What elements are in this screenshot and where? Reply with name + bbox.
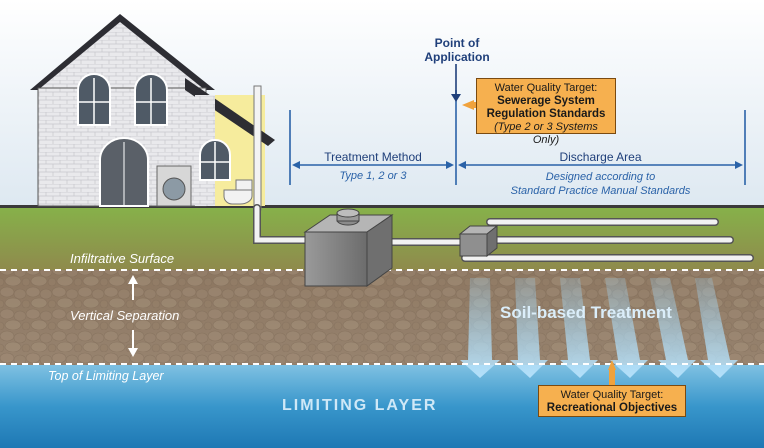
soil-flow-arrows bbox=[460, 278, 738, 378]
top-of-limiting-layer-label: Top of Limiting Layer bbox=[48, 369, 164, 383]
sewerage-target-heading: Water Quality Target: bbox=[494, 82, 598, 94]
discharge-area-label: Discharge Area bbox=[559, 150, 642, 164]
pipes bbox=[253, 204, 754, 262]
sewerage-target-box: Water Quality Target: Sewerage System Re… bbox=[476, 78, 616, 146]
treatment-types-label: Type 1, 2 or 3 bbox=[339, 170, 407, 182]
sewerage-target-line1: Sewerage System bbox=[497, 95, 595, 107]
point-of-application-line2: Application bbox=[424, 50, 490, 64]
infiltrative-surface-label: Infiltrative Surface bbox=[70, 251, 175, 266]
point-of-application-line1: Point of bbox=[434, 36, 480, 50]
vertical-separation-label: Vertical Separation bbox=[70, 308, 180, 323]
distribution-box bbox=[458, 224, 499, 258]
treatment-method-label: Treatment Method bbox=[324, 150, 422, 164]
ground-line bbox=[0, 205, 764, 208]
recreational-target-line1: Recreational Objectives bbox=[546, 402, 678, 414]
vertical-separation-arrow bbox=[128, 275, 138, 357]
recreational-target-box: Water Quality Target: Recreational Objec… bbox=[538, 385, 686, 417]
dimension-lines bbox=[289, 90, 746, 185]
discharge-note: Designed according to Standard Practice … bbox=[462, 170, 739, 198]
point-of-application-arrow bbox=[451, 64, 461, 102]
septic-tank bbox=[303, 208, 394, 287]
discharge-note-line2: Standard Practice Manual Standards bbox=[510, 185, 691, 197]
house bbox=[30, 14, 275, 211]
sewerage-target-note: (Type 2 or 3 Systems Only) bbox=[494, 121, 598, 146]
discharge-note-line1: Designed according to bbox=[545, 171, 656, 183]
recreational-target-heading: Water Quality Target: bbox=[560, 389, 664, 401]
limiting-layer-label: LIMITING LAYER bbox=[282, 397, 438, 414]
sewerage-target-line2: Regulation Standards bbox=[486, 108, 606, 120]
soil-based-treatment-label: Soil-based Treatment bbox=[500, 303, 672, 322]
point-of-application-label: Point of Application bbox=[410, 36, 504, 64]
